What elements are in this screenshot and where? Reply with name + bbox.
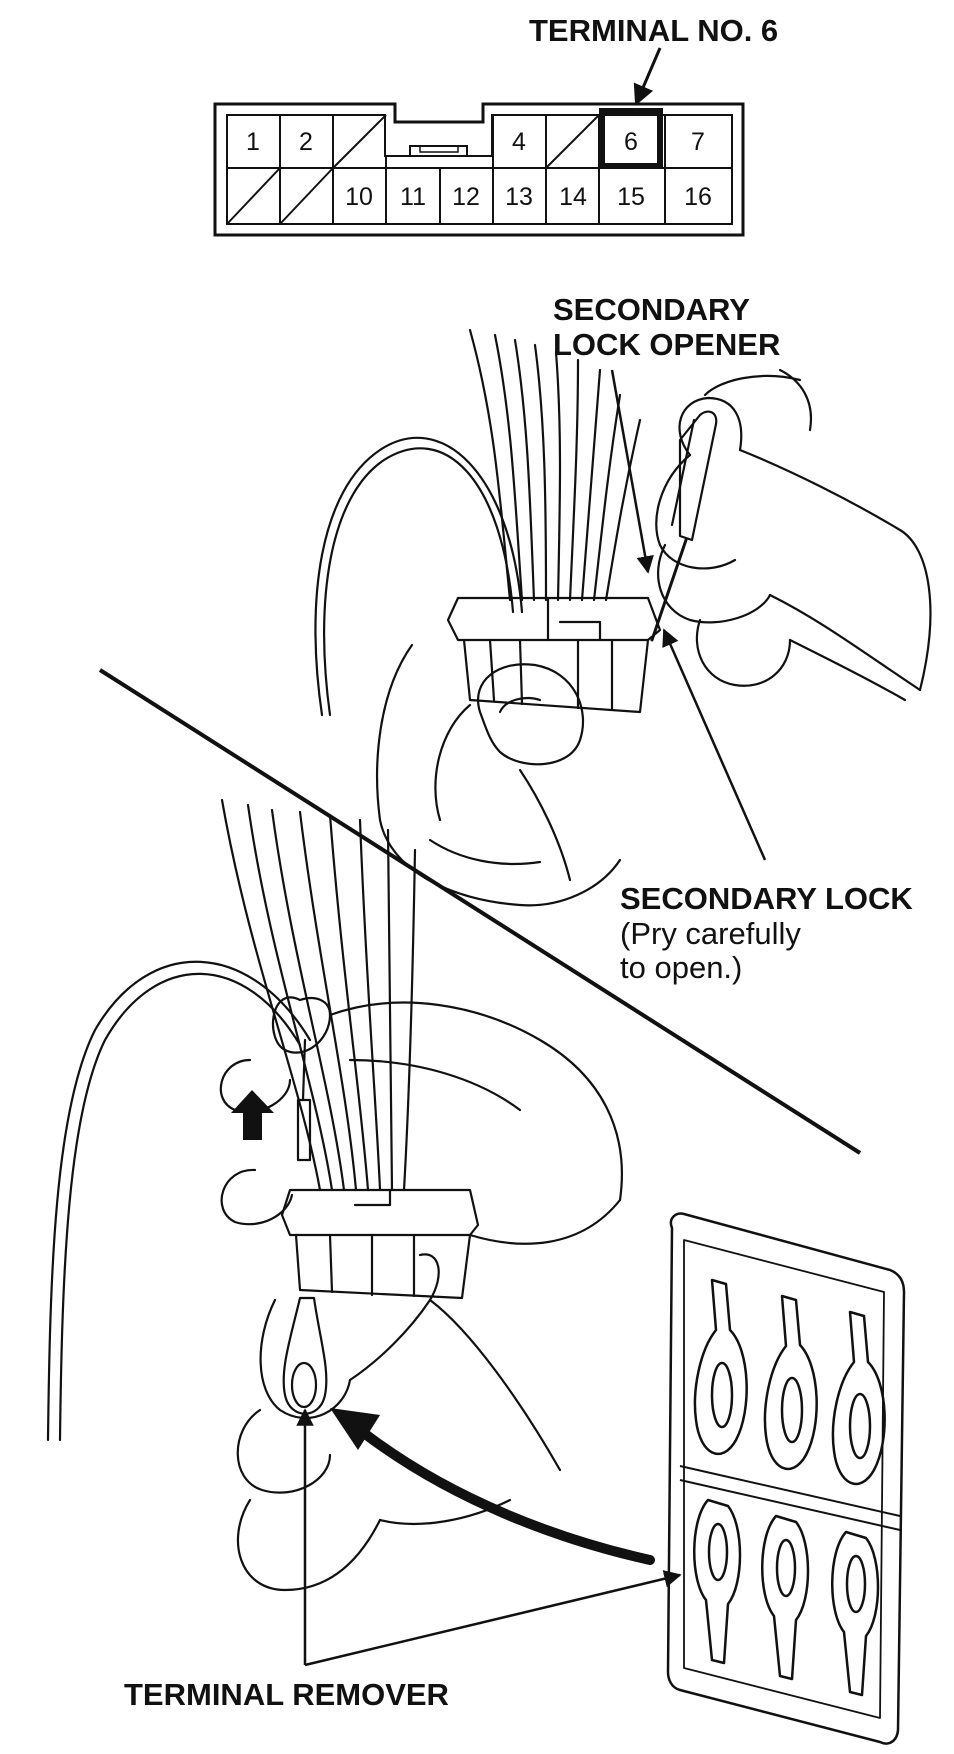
pin-label: 6 (624, 128, 638, 156)
secondary-lock-opener-pointer (610, 369, 654, 574)
terminal-remover-kit (666, 1212, 906, 1745)
pin-label: 2 (299, 128, 313, 156)
pin-label: 16 (684, 183, 712, 211)
secondary-lock-title: SECONDARY LOCK (620, 881, 913, 916)
pin-label: 1 (246, 128, 260, 156)
terminal-remover-label: TERMINAL REMOVER (124, 1677, 449, 1712)
secondary-lock-opener-label: SECONDARY LOCK OPENER (553, 292, 781, 362)
secondary-lock-note-line-1: (Pry carefully (620, 915, 801, 951)
secondary-lock-note-line-2: to open.) (620, 950, 743, 986)
pin-label: 10 (345, 183, 373, 211)
terminal-no-6-label: TERMINAL NO. 6 (529, 13, 779, 48)
curved-arrow-head (330, 1408, 380, 1450)
terminal-6-arrow (633, 47, 662, 106)
pin-label: 4 (512, 128, 526, 156)
pin-label: 14 (559, 183, 587, 211)
connector-pin-numbers: 1 2 4 6 7 10 11 12 13 14 15 16 (246, 128, 712, 211)
secondary-lock-opener-line-1: SECONDARY (553, 292, 750, 327)
connector-pin-diagram (213, 102, 745, 237)
secondary-lock-label: SECONDARY LOCK (Pry carefully to open.) (620, 881, 913, 986)
secondary-lock-opener-line-2: LOCK OPENER (553, 326, 781, 362)
pin-label: 12 (452, 183, 480, 211)
terminal-remover-scene (46, 798, 623, 1592)
pin-label: 11 (400, 183, 426, 211)
pin-label: 15 (617, 183, 645, 211)
secondary-lock-pointer (662, 628, 767, 861)
pin-6-highlight (599, 108, 663, 169)
secondary-lock-scene (314, 328, 932, 907)
pin-label: 13 (505, 183, 533, 211)
terminal-remover-pointers (296, 1408, 682, 1667)
pull-up-arrow (231, 1090, 274, 1140)
curved-arrow (355, 1425, 655, 1565)
pin-label: 7 (691, 128, 705, 156)
section-divider (98, 668, 862, 1155)
